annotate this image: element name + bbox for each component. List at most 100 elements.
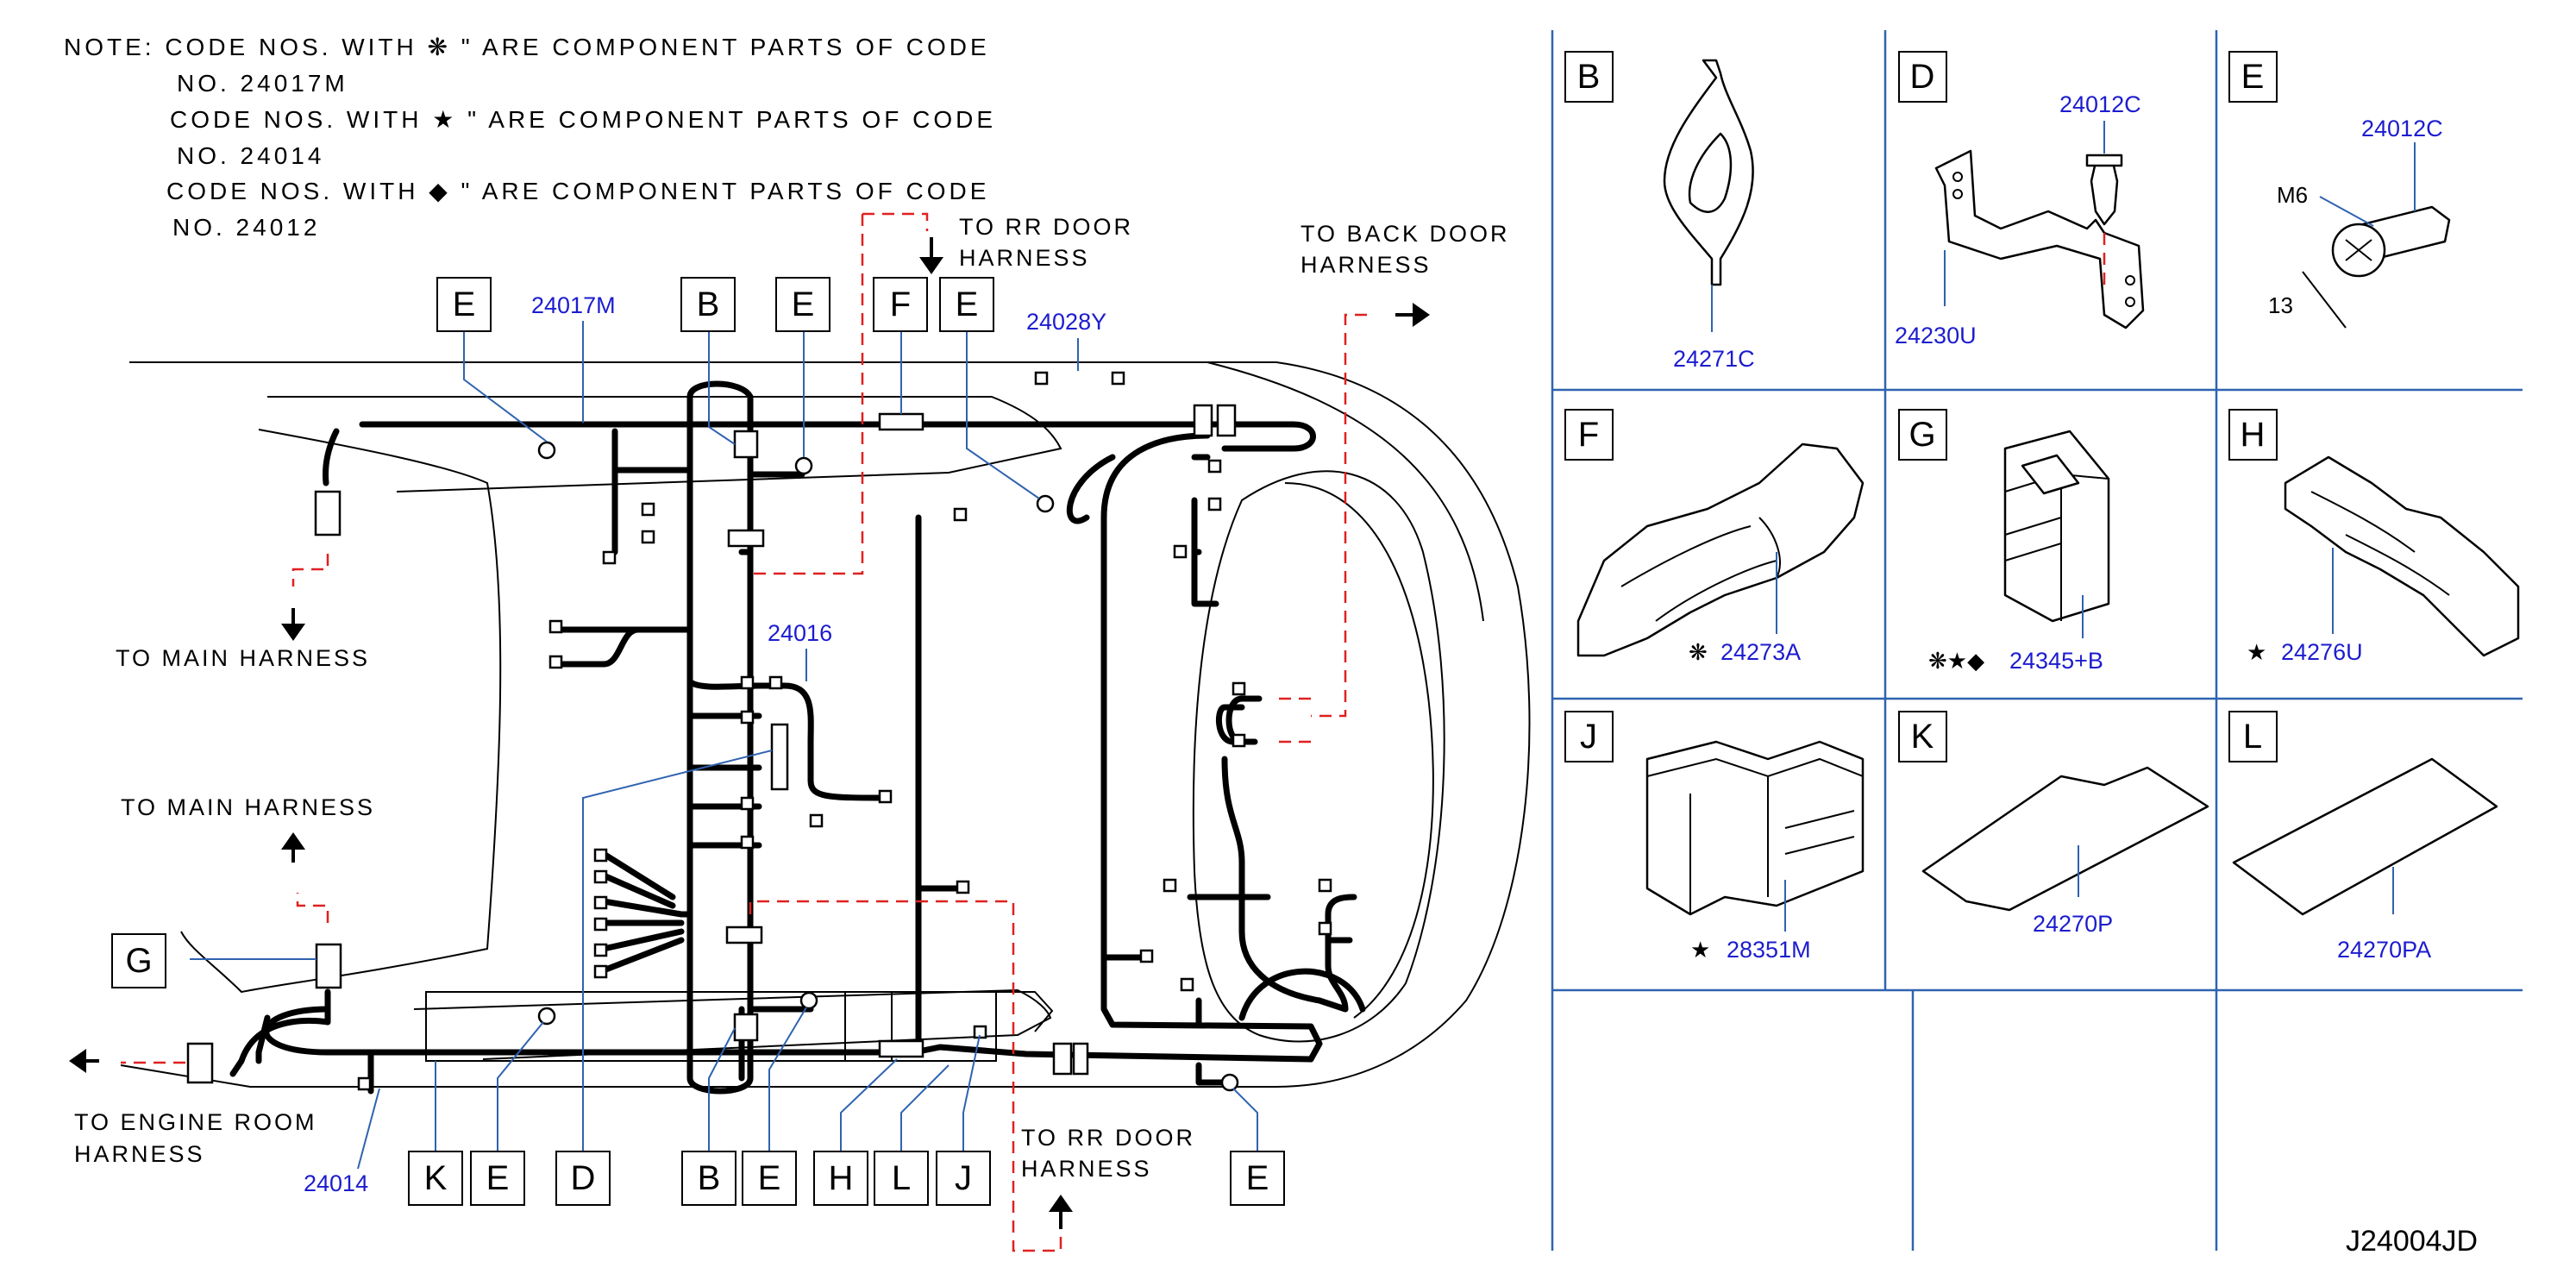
callout-E: E [758,1159,781,1197]
connector [740,835,755,850]
callout-E: E [792,285,815,323]
connector [593,869,608,884]
connectors [186,371,1332,1092]
connector [1072,1042,1089,1076]
ground-terminal [1220,1073,1239,1092]
part-no: 24276U [2281,639,2363,665]
connector [315,943,342,989]
connector-F [878,412,924,431]
note-3-line-1: CODE NOS. WITH ◆ " ARE COMPONENT PARTS O… [166,178,989,204]
connector [548,655,563,669]
connector [1207,497,1222,511]
ground-terminal [537,1007,556,1026]
to-rr-door-bottom-line-2: HARNESS [1021,1156,1152,1182]
part-no-24028Y: 24028Y [1026,309,1106,335]
detail-letter: H [2241,416,2266,454]
connector [1139,949,1154,963]
to-engine-room-line-1: TO ENGINE ROOM [74,1109,317,1135]
connector [727,529,765,548]
detail-letter: F [1578,416,1599,454]
detail-letter: G [1908,416,1935,454]
connector [1232,681,1246,696]
connector [1173,544,1188,559]
part-no: 24345+B [2009,648,2103,674]
connector [1318,878,1332,893]
connector [1180,977,1194,992]
connector [973,1025,987,1039]
note-3-line-2: NO. 24012 [172,214,320,241]
connector [641,530,655,544]
to-rr-door-top-line-1: TO RR DOOR [959,214,1133,240]
detail-cell-E: E 24012C M6 13 [2228,51,2451,329]
notes-block: NOTE: CODE NOS. WITH ❋ " ARE COMPONENT P… [64,34,996,241]
callout-B: B [697,285,720,323]
connector [593,917,608,932]
callout-E: E [453,285,476,323]
note-2-line-1: CODE NOS. WITH ★ " ARE COMPONENT PARTS O… [170,106,996,133]
drawing-id: J24004JD [2346,1225,2478,1258]
connector [733,1013,759,1042]
dim-bolt-size: M6 [2277,182,2308,208]
harness-labels: TO RR DOOR HARNESS TO BACK DOOR HARNESS … [74,214,1510,1182]
connector [1052,1042,1073,1076]
direction-arrows [69,237,1430,1229]
ground-terminal [799,991,818,1010]
connector [770,723,789,791]
part-no: 24012C [2361,116,2443,141]
ground-terminal [1036,494,1055,513]
note-1-line-2: NO. 24017M [177,70,348,97]
callout-F: F [890,285,911,323]
connector [740,675,755,690]
connector [1111,371,1125,386]
arrow-up-icon [281,832,305,863]
part-no-24014: 24014 [304,1170,368,1196]
ground-terminal [537,441,556,460]
connector [186,1042,214,1084]
connector [740,710,755,725]
wiring-harness [229,380,1366,1095]
dim-length: 13 [2268,292,2293,318]
part-no: 24270PA [2337,937,2431,963]
callout-E: E [486,1159,510,1197]
detail-grid [1551,30,2523,1251]
connector [956,880,970,894]
detail-letter: E [2241,58,2265,96]
connector [1207,459,1222,474]
connector [725,925,763,944]
part-no: 24271C [1673,346,1755,372]
detail-cell-F: F ❋ 24273A [1564,409,1865,665]
detail-letter: B [1577,58,1601,96]
connector [593,848,608,863]
connector [593,895,608,910]
detail-cell-H: H ★ 24276U [2228,409,2520,665]
part-no-24016: 24016 [768,620,832,646]
to-main-harness-upper: TO MAIN HARNESS [116,645,370,671]
detail-cell-B: B 24271C [1564,51,1755,372]
note-2-line-2: NO. 24014 [177,142,324,169]
connector [593,943,608,957]
connector [593,964,608,979]
detail-letter: L [2243,718,2262,756]
arrow-right-icon [1395,303,1430,327]
to-main-harness-lower: TO MAIN HARNESS [121,794,375,820]
dashed-routes [121,212,1367,1252]
part-no: 28351M [1727,937,1811,963]
callout-D: D [571,1159,596,1197]
arrow-left-icon [69,1049,99,1073]
part-no: 24230U [1895,323,1977,348]
callout-J: J [955,1159,972,1197]
to-back-door-line-1: TO BACK DOOR [1301,221,1510,247]
connector [1232,733,1246,748]
to-engine-room-line-2: HARNESS [74,1141,205,1167]
to-back-door-line-2: HARNESS [1301,252,1432,278]
callout-E: E [1246,1159,1269,1197]
detail-letter: J [1580,718,1597,756]
detail-cell-K: K 24270P [1898,711,2209,937]
connector [953,507,968,522]
detail-cell-D: D 24012C 24230U [1895,51,2145,348]
main-part-numbers: 24017M 24028Y 24016 24014 [304,292,1106,1196]
to-rr-door-top-line-2: HARNESS [959,245,1090,271]
arrow-down-icon [281,608,305,641]
connector [1034,371,1049,386]
part-no-24017M: 24017M [531,292,616,318]
